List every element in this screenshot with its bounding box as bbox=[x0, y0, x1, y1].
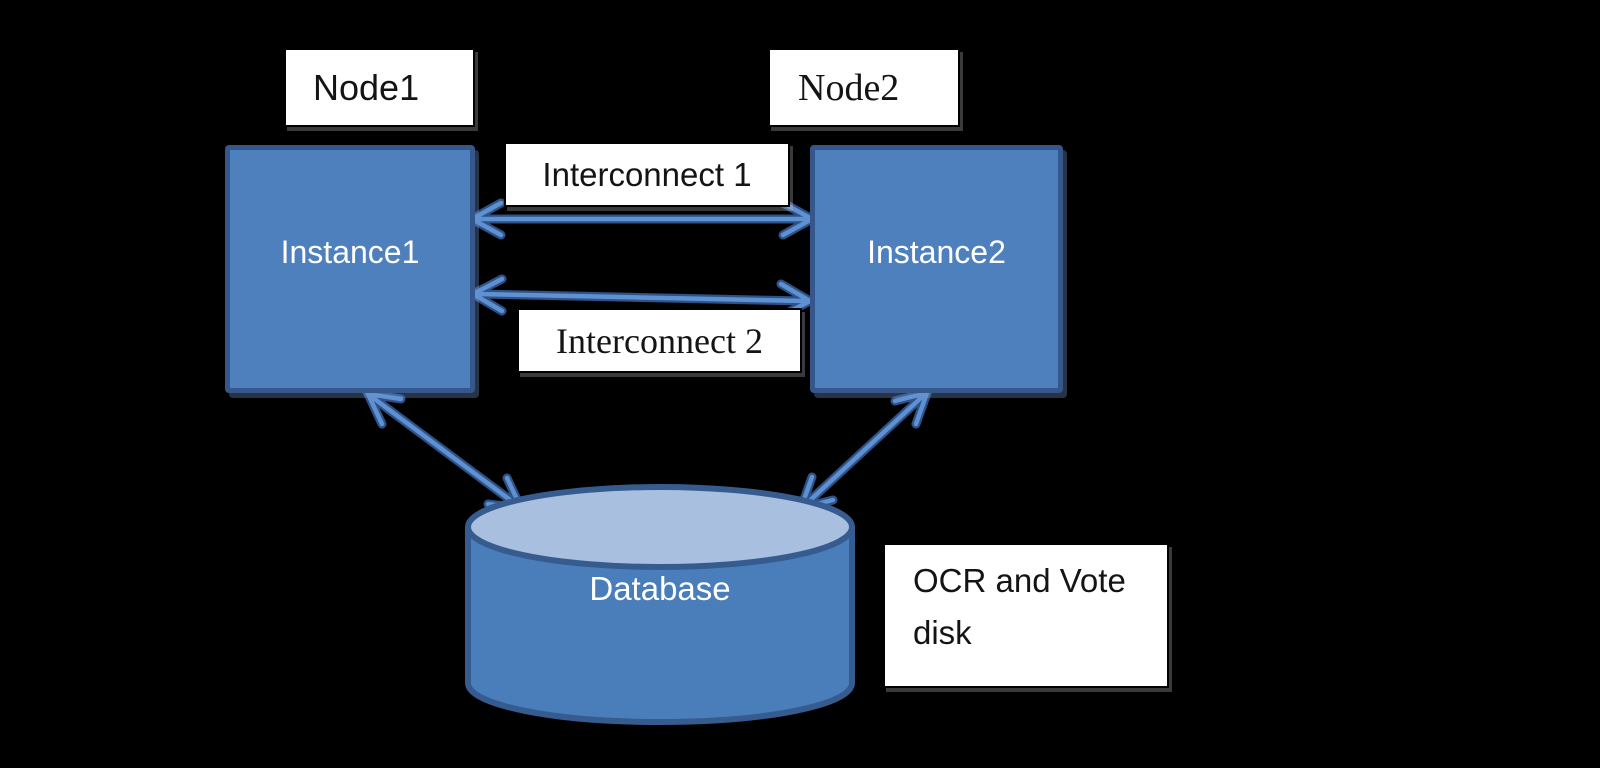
ocr-vote-disk-text: OCR and Vote disk bbox=[913, 562, 1126, 651]
database-cylinder bbox=[465, 484, 855, 726]
node1-label-text: Node1 bbox=[313, 66, 420, 108]
instance1-database-arrow bbox=[360, 388, 529, 514]
instance1-label-text: Instance1 bbox=[280, 233, 420, 270]
database-label: Database bbox=[560, 570, 760, 608]
interconnect2-label: Interconnect 2 bbox=[517, 308, 802, 373]
instance2-label-text: Instance2 bbox=[867, 233, 1006, 270]
interconnect1-arrow bbox=[462, 198, 822, 240]
database-label-text: Database bbox=[589, 570, 731, 607]
node2-label-text: Node2 bbox=[798, 66, 900, 109]
ocr-vote-disk-box: OCR and Vote disk bbox=[883, 543, 1169, 688]
node2-label: Node2 bbox=[768, 48, 960, 127]
instance2-database-arrow bbox=[793, 386, 935, 515]
instance1-box: Instance1 bbox=[225, 145, 475, 393]
instance2-box: Instance2 bbox=[810, 145, 1063, 393]
node1-label: Node1 bbox=[284, 48, 475, 127]
interconnect2-label-text: Interconnect 2 bbox=[556, 320, 763, 361]
interconnect1-label: Interconnect 1 bbox=[504, 142, 790, 207]
interconnect1-label-text: Interconnect 1 bbox=[542, 155, 752, 193]
